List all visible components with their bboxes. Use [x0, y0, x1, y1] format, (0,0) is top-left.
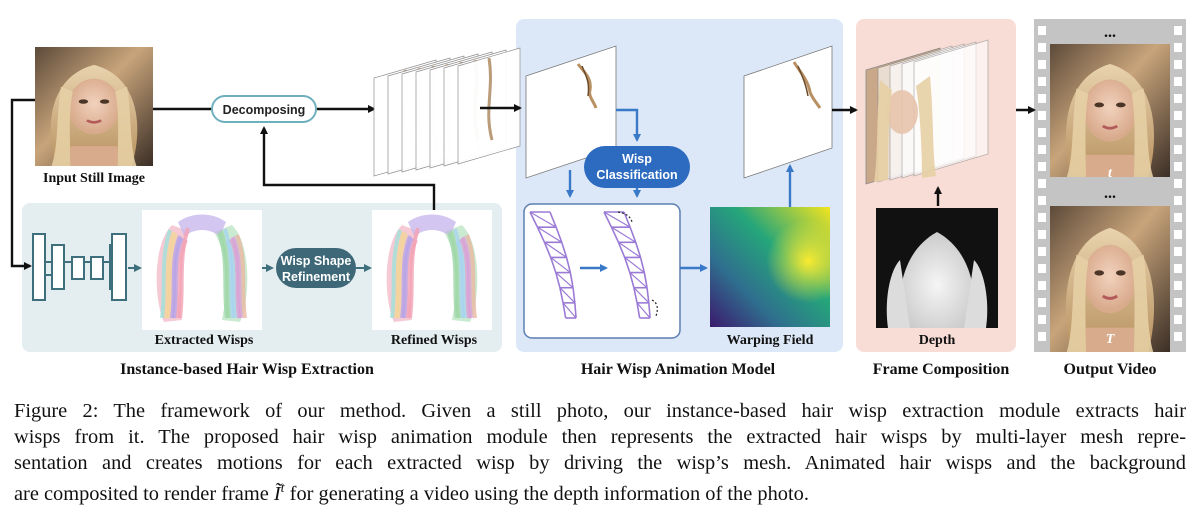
wisp-shape-refinement-node: Wisp Shape Refinement	[276, 248, 356, 288]
caption-line-4-a: are composited to render frame	[14, 483, 274, 505]
depth-image	[876, 208, 998, 328]
wisp-classification-line2: Classification	[596, 168, 677, 182]
caption-symbol: Ĩ	[274, 483, 281, 505]
input-still-image	[35, 47, 153, 166]
warping-field-image	[710, 207, 830, 327]
ellipsis-top: ...	[1104, 24, 1116, 41]
caption-line-2: wisps from it. The proposed hair wisp an…	[14, 424, 1186, 450]
wisp-mesh-panel	[524, 204, 680, 338]
output-frame-t	[1050, 44, 1170, 177]
refined-wisps-image	[372, 210, 492, 330]
wisp-classification-line1: Wisp	[622, 152, 652, 166]
wisp-shape-refinement-line2: Refinement	[282, 270, 351, 284]
output-filmstrip: ... ... t T	[1034, 19, 1186, 352]
extracted-wisps-label: Extracted Wisps	[155, 333, 254, 348]
caption-line-1: Figure 2: The framework of our method. G…	[14, 398, 1186, 424]
extracted-wisps-image	[142, 210, 262, 330]
section-title-composition: Frame Composition	[873, 361, 1010, 378]
section-title-animation: Hair Wisp Animation Model	[581, 361, 776, 378]
caption-line-4-b: for generating a video using the depth i…	[285, 483, 809, 505]
framework-diagram: ... ... t T Input Still Image Decomposin…	[0, 0, 1200, 395]
frame-label-T: T	[1106, 332, 1116, 347]
output-frame-T	[1050, 206, 1170, 352]
refined-wisps-label: Refined Wisps	[391, 333, 478, 348]
caption-line-3: sentation and creates motions for each e…	[14, 450, 1186, 476]
wisp-shape-refinement-line1: Wisp Shape	[281, 254, 352, 268]
input-still-image-label: Input Still Image	[43, 171, 145, 186]
hair-layer-stack	[374, 48, 520, 176]
section-title-output: Output Video	[1064, 361, 1157, 378]
depth-label: Depth	[919, 333, 956, 348]
caption-line-4: are composited to render frame Ĩt for ge…	[14, 476, 1186, 507]
wisp-classification-node: Wisp Classification	[584, 146, 690, 188]
decomposing-node: Decomposing	[212, 96, 316, 122]
section-title-extraction: Instance-based Hair Wisp Extraction	[120, 361, 374, 378]
warping-field-label: Warping Field	[727, 333, 814, 348]
figure-caption: Figure 2: The framework of our method. G…	[14, 398, 1186, 507]
decomposing-label: Decomposing	[223, 103, 306, 117]
ellipsis-mid: ...	[1104, 185, 1116, 202]
